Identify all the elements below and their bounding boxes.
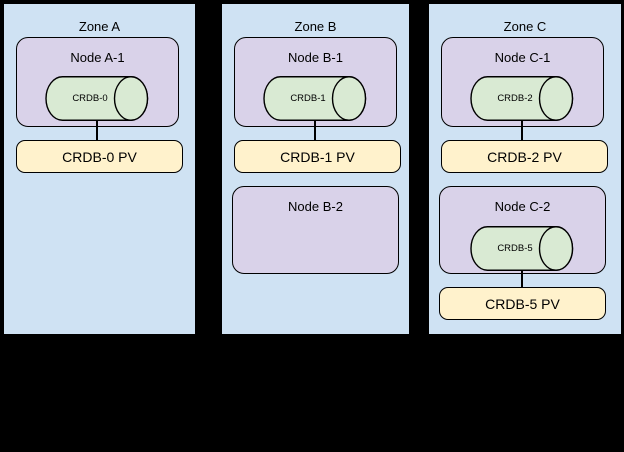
node-box-b2: Node B-2 (232, 186, 399, 274)
pv-box: CRDB-5 PV (439, 287, 606, 320)
pv-label: CRDB-2 PV (487, 148, 562, 165)
node-label: Node C-1 (494, 50, 551, 65)
zone-box-c: Zone C Node C-1 CRDB-2 CRDB-2 PV Node C-… (427, 2, 623, 336)
node-box-c2: Node C-2 CRDB-5 (439, 186, 606, 274)
db-cylinder-label: CRDB-1 (290, 93, 325, 104)
db-cylinder-icon: CRDB-5 (470, 226, 574, 271)
pv-box: CRDB-0 PV (16, 140, 183, 173)
node-label: Node B-1 (288, 50, 343, 65)
pv-box: CRDB-2 PV (441, 140, 608, 173)
db-cylinder-label: CRDB-0 (72, 93, 107, 104)
db-cylinder-label: CRDB-5 (497, 243, 532, 254)
pv-label: CRDB-5 PV (485, 295, 560, 312)
zone-label: Zone A (78, 19, 121, 34)
node-box-c1: Node C-1 CRDB-2 (441, 37, 604, 127)
node-box-b1: Node B-1 CRDB-1 (234, 37, 397, 127)
zone-box-a: Zone A Node A-1 CRDB-0 CRDB-0 PV (2, 2, 197, 336)
node-label: Node C-2 (494, 199, 551, 214)
zone-label: Zone B (294, 19, 337, 34)
connector-line (521, 120, 523, 140)
pv-label: CRDB-1 PV (280, 148, 355, 165)
db-cylinder-label: CRDB-2 (497, 93, 532, 104)
db-cylinder-icon: CRDB-1 (263, 76, 367, 121)
db-cylinder-icon: CRDB-2 (470, 76, 574, 121)
zone-box-b: Zone B Node B-1 CRDB-1 CRDB-1 PV Node B-… (220, 2, 411, 336)
connector-line (521, 271, 523, 287)
zone-label: Zone C (503, 19, 547, 34)
node-label: Node A-1 (70, 50, 125, 65)
db-cylinder-icon: CRDB-0 (45, 76, 149, 121)
connector-line (314, 120, 316, 140)
pv-box: CRDB-1 PV (234, 140, 401, 173)
node-label: Node B-2 (288, 199, 343, 214)
node-box-a1: Node A-1 CRDB-0 (16, 37, 179, 127)
connector-line (96, 120, 98, 140)
pv-label: CRDB-0 PV (62, 148, 137, 165)
